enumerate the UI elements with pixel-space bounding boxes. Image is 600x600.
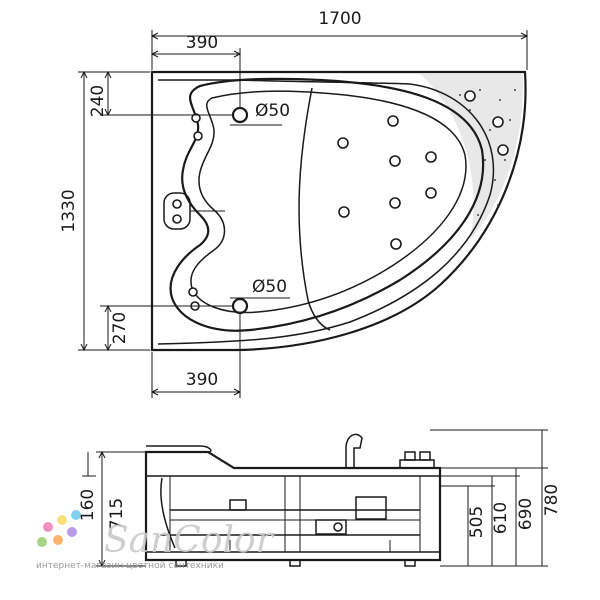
watermark-dot xyxy=(53,535,63,545)
dim-drain-diameter-bottom: Ø50 xyxy=(252,277,287,297)
dim-drain-offset-bottom: 390 xyxy=(186,370,218,390)
dim-height-505: 505 xyxy=(467,506,487,538)
deck-speckle-dots xyxy=(459,89,516,216)
dim-overall-width: 1330 xyxy=(59,189,79,232)
deck-speckled-area xyxy=(420,74,524,240)
tub-outline xyxy=(150,70,527,352)
top-view: 1700 390 Ø50 1330 240 270 Ø50 xyxy=(59,9,529,398)
dim-overall-length: 1700 xyxy=(318,9,361,29)
dim-height-610: 610 xyxy=(491,502,511,534)
dim-height-left-small: 160 xyxy=(78,489,98,521)
drain-bottom-icon xyxy=(231,297,249,315)
basin-outline xyxy=(169,77,485,332)
dim-height-left: 715 xyxy=(107,498,127,530)
legs xyxy=(175,559,416,567)
watermark-dot xyxy=(57,515,67,525)
control-knob-bottom-icon xyxy=(172,214,182,224)
dim-top-margin: 240 xyxy=(88,85,108,117)
watermark-dots-icon xyxy=(37,510,81,547)
junction-box xyxy=(229,499,247,511)
massage-jets xyxy=(188,90,509,311)
watermark-tagline: интернет-магазин цветной сантехники xyxy=(36,561,224,571)
watermark-dot xyxy=(37,537,47,547)
seat-divider xyxy=(298,87,331,331)
dim-drain-diameter-top: Ø50 xyxy=(255,101,290,121)
control-handles-icon xyxy=(399,451,435,469)
control-knob-top-icon xyxy=(172,199,182,209)
dim-bottom-margin: 270 xyxy=(110,312,130,344)
watermark-dot xyxy=(71,510,81,520)
watermark: SanColor интернет-магазин цветной сантех… xyxy=(36,510,275,571)
headrest xyxy=(146,445,212,453)
dim-height-690: 690 xyxy=(516,498,536,530)
pipe-block xyxy=(315,519,347,535)
drain-top-icon xyxy=(231,106,249,124)
dim-height-780: 780 xyxy=(542,484,562,516)
watermark-logo: SanColor xyxy=(104,520,275,561)
watermark-dot xyxy=(43,522,53,532)
watermark-dot xyxy=(67,527,77,537)
side-view: 715 160 505 610 690 780 xyxy=(78,429,562,568)
pump-unit xyxy=(355,496,387,520)
valve-icon xyxy=(333,522,343,532)
basin-inner-outline xyxy=(190,90,467,314)
side-internal-frame xyxy=(160,476,421,552)
dim-drain-offset-top: 390 xyxy=(186,33,218,53)
left-support-curve xyxy=(160,477,176,549)
faucet-icon xyxy=(345,433,363,468)
